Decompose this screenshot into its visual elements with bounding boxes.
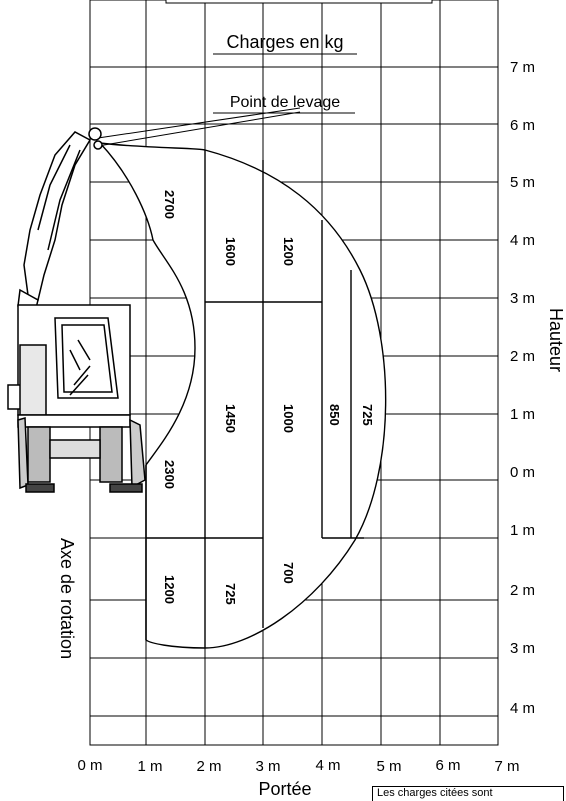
x-tick-label: 0 m	[77, 757, 102, 774]
y-tick-label: 6 m	[510, 117, 535, 134]
y-tick-label: 4 m	[510, 232, 535, 249]
rotation-axis-label: Axe de rotation	[57, 538, 77, 659]
excavator-icon	[7, 127, 146, 493]
y-tick-label: 1 m	[510, 522, 535, 539]
load-value: 2700	[162, 190, 177, 219]
footnote: Les charges citées sont	[372, 786, 564, 801]
y-tick-label: 2 m	[510, 582, 535, 599]
y-tick-label: 3 m	[510, 640, 535, 657]
y-tick-label: 4 m	[510, 700, 535, 717]
load-value: 1450	[223, 404, 238, 433]
x-axis-ticks: 0 m 1 m 2 m 3 m 4 m 5 m 6 m 7 m	[77, 757, 519, 775]
load-value: 700	[281, 562, 296, 584]
y-tick-label: 3 m	[510, 290, 535, 307]
chart-title: Charges en kg	[226, 32, 343, 52]
load-value: 1000	[281, 404, 296, 433]
load-value: 1200	[162, 575, 177, 604]
load-value: 1200	[281, 237, 296, 266]
y-axis-ticks: 7 m 6 m 5 m 4 m 3 m 2 m 1 m 0 m 1 m 2 m …	[510, 59, 535, 717]
load-values: 2700 1600 1200 1450 1000 850 725 2300 12…	[162, 190, 375, 605]
load-value: 725	[360, 404, 375, 426]
x-tick-label: 5 m	[376, 758, 401, 775]
load-value: 850	[327, 404, 342, 426]
y-tick-label: 1 m	[510, 406, 535, 423]
x-tick-label: 3 m	[255, 758, 280, 775]
y-tick-label: 5 m	[510, 174, 535, 191]
x-tick-label: 6 m	[435, 757, 460, 774]
y-tick-label: 7 m	[510, 59, 535, 76]
lift-point-leader	[97, 107, 355, 147]
y-tick-label: 2 m	[510, 348, 535, 365]
x-axis-title: Portée	[258, 779, 311, 799]
x-tick-label: 7 m	[494, 758, 519, 775]
lift-point-label: Point de levage	[230, 94, 340, 111]
x-tick-label: 2 m	[196, 758, 221, 775]
x-tick-label: 4 m	[315, 757, 340, 774]
load-envelope	[98, 142, 387, 649]
load-value: 2300	[162, 460, 177, 489]
load-value: 725	[223, 583, 238, 605]
y-tick-label: 0 m	[510, 464, 535, 481]
load-value: 1600	[223, 237, 238, 266]
x-tick-label: 1 m	[137, 758, 162, 775]
y-axis-title: Hauteur	[546, 308, 566, 372]
